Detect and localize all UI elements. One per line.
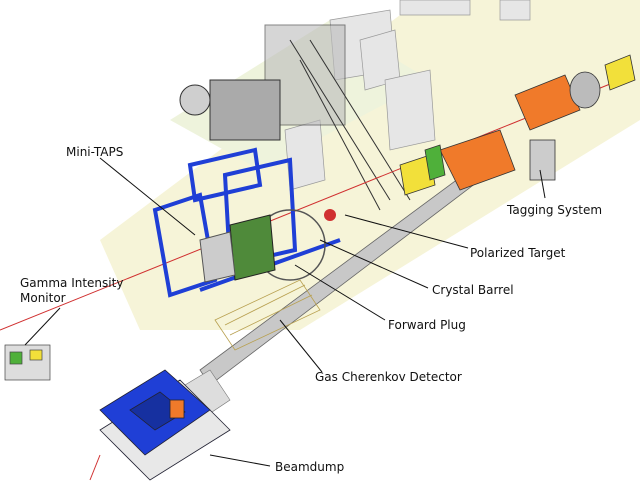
callout-arrows [24, 157, 546, 467]
buildings [284, 0, 531, 191]
tower-structure [179, 24, 411, 211]
tagging-magnets [399, 54, 636, 196]
label-mini-taps: Mini-TAPS [66, 145, 124, 159]
label-monitor: Monitor [20, 291, 66, 305]
label-gas-cherenkov: Gas Cherenkov Detector [315, 370, 462, 384]
label-tagging-system: Tagging System [507, 203, 603, 217]
label-crystal-barrel: Crystal Barrel [432, 283, 514, 297]
crystal-barrel [199, 209, 336, 283]
cherenkov-detector [214, 279, 321, 351]
beamdump-block [99, 369, 231, 481]
label-gamma-intensity: Gamma Intensity [20, 276, 124, 290]
label-polarized-target: Polarized Target [470, 246, 566, 260]
label-beamdump: Beamdump [275, 460, 345, 474]
gamma-monitor [4, 344, 51, 381]
label-forward-plug: Forward Plug [388, 318, 466, 332]
